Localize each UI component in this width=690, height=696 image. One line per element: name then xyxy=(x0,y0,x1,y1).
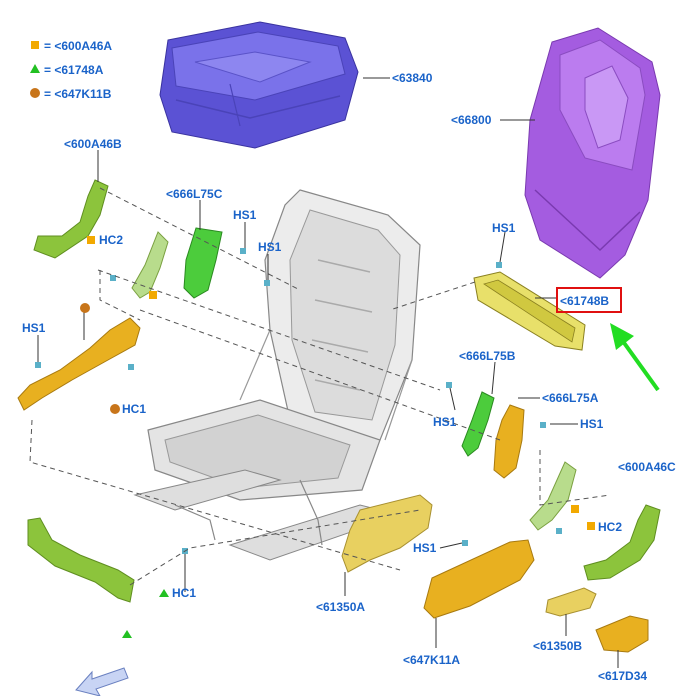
legend-square-icon xyxy=(31,41,39,49)
label-hs1-b: HS1 xyxy=(258,240,282,254)
label-61748B: <61748B xyxy=(560,294,609,308)
panel-61748B-part xyxy=(473,271,586,351)
square-marker-icon xyxy=(87,236,95,244)
trim-600A46B-part xyxy=(33,179,109,259)
clip-markers xyxy=(35,248,562,554)
label-66800: <66800 xyxy=(451,113,492,127)
label-647K11A: <647K11A xyxy=(403,653,460,667)
highlight-box xyxy=(556,287,622,313)
trim-61350A-part xyxy=(341,494,433,573)
legend-item-3: = <647K11B xyxy=(44,87,112,101)
label-63840: <63840 xyxy=(392,71,433,85)
label-hc1-left: HC1 xyxy=(122,402,146,416)
label-600A46B: <600A46B xyxy=(64,137,122,151)
legend: = <600A46A = <61748A = <647K11B xyxy=(30,39,112,101)
seat-cushion-part xyxy=(159,21,359,149)
circle-marker-icon xyxy=(80,303,90,313)
trim-617D34-part xyxy=(595,615,649,653)
label-hs1-right: HS1 xyxy=(580,417,604,431)
square-marker-icon xyxy=(571,505,579,513)
legend-triangle-icon xyxy=(30,64,40,73)
trim-666L75B-part xyxy=(461,391,495,457)
triangle-marker-icon xyxy=(159,589,169,597)
label-hc2-left: HC2 xyxy=(99,233,123,247)
trim-left-bezel-part xyxy=(131,231,169,299)
assembly-lines xyxy=(29,187,611,586)
label-61350A: <61350A xyxy=(316,600,365,614)
label-600A46C: <600A46C xyxy=(618,460,676,474)
square-marker-icon xyxy=(149,291,157,299)
label-666L75C: <666L75C xyxy=(166,187,223,201)
label-hs1-left: HS1 xyxy=(22,321,46,335)
trim-647K11A-part xyxy=(423,539,535,619)
label-hs1-a: HS1 xyxy=(233,208,257,222)
label-666L75A: <666L75A xyxy=(542,391,599,405)
label-hc1-bottom: HC1 xyxy=(172,586,196,600)
trim-lower-left-part xyxy=(27,517,135,603)
square-marker-icon xyxy=(587,522,595,530)
legend-circle-icon xyxy=(30,88,40,98)
label-hc2-right: HC2 xyxy=(598,520,622,534)
triangle-marker-icon xyxy=(122,630,132,638)
label-617D34: <617D34 xyxy=(598,669,647,683)
trim-666L75C-part xyxy=(183,227,223,299)
trim-600A46C-part xyxy=(583,504,661,581)
seat-frame-part xyxy=(133,189,421,561)
trim-666L75A-part xyxy=(493,404,525,479)
trim-61350B-part xyxy=(545,587,597,617)
label-hs1-bottom: HS1 xyxy=(413,541,437,555)
label-hs1-right-top: HS1 xyxy=(492,221,516,235)
label-666L75B: <666L75B xyxy=(459,349,516,363)
green-pointer-arrow xyxy=(610,323,660,392)
trim-right-bezel-part xyxy=(529,461,577,531)
direction-arrow-icon[interactable] xyxy=(75,667,129,696)
trim-647K11B-part xyxy=(17,317,141,411)
diagram-markers xyxy=(80,236,595,638)
backrest-part xyxy=(524,27,661,279)
label-61350B: <61350B xyxy=(533,639,582,653)
legend-item-1: = <600A46A xyxy=(44,39,112,53)
leader-lines xyxy=(37,77,619,668)
circle-marker-icon xyxy=(110,404,120,414)
label-hs1-mid: HS1 xyxy=(433,415,457,429)
part-labels: <63840 <66800 <600A46B <666L75C HS1 HS1 … xyxy=(22,71,676,683)
legend-item-2: = <61748A xyxy=(44,63,104,77)
